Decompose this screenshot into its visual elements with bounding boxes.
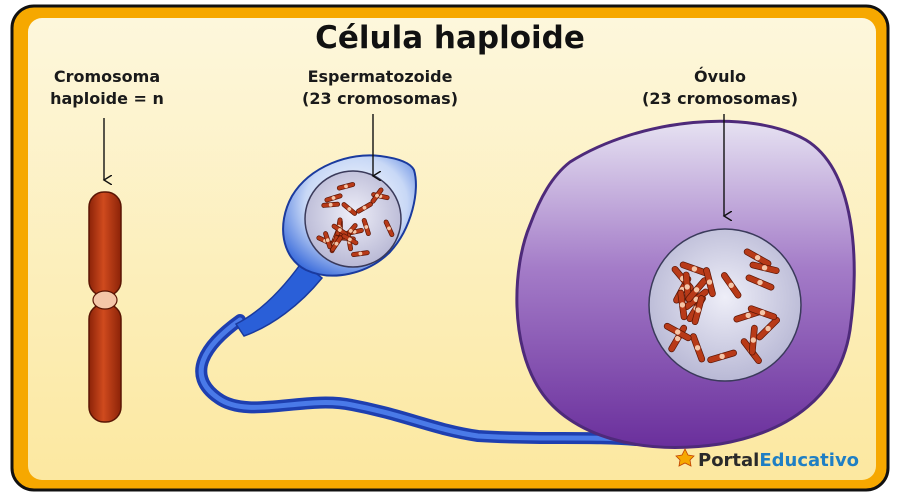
portal-educativo-logo-icon bbox=[675, 448, 695, 467]
chromosome-rod bbox=[370, 187, 384, 204]
sperm-midpiece bbox=[234, 260, 324, 337]
portal-educativo-logo: PortalEducativo bbox=[680, 450, 860, 476]
chromosome-rod bbox=[691, 295, 705, 326]
chromosome-rod bbox=[341, 202, 358, 216]
chromosome-rod bbox=[331, 223, 348, 237]
chromosome-rod bbox=[749, 261, 780, 274]
chromosome-rod bbox=[707, 349, 737, 364]
chromosome-rod bbox=[677, 289, 688, 321]
logo-text-portal: Portal bbox=[698, 450, 760, 471]
chromosome-rod bbox=[330, 235, 343, 252]
ovum-label: Óvulo (23 cromosomas) bbox=[600, 66, 840, 110]
sperm-label-line2: (23 cromosomas) bbox=[302, 89, 458, 108]
chromosome-rod bbox=[323, 231, 333, 250]
chromosome-rod bbox=[745, 274, 775, 291]
chromosome-rod bbox=[720, 272, 742, 299]
chromosome-figure bbox=[88, 191, 122, 423]
chromosome-rod bbox=[351, 250, 370, 257]
chromosome-label-line1: Cromosoma bbox=[53, 67, 161, 86]
chromosome-rod bbox=[748, 324, 758, 356]
chromosome-rod bbox=[690, 333, 706, 363]
chromosome-rod bbox=[336, 182, 356, 191]
chromosome-rod bbox=[361, 217, 371, 237]
chromosome-rod bbox=[321, 201, 341, 208]
chromosome-rod bbox=[324, 193, 343, 203]
chromosome-rod bbox=[703, 267, 716, 298]
page-title: Célula haploide bbox=[315, 20, 585, 56]
chromosome-rod bbox=[341, 233, 359, 246]
chromosome-label: Cromosoma haploide = n bbox=[22, 66, 192, 110]
ovum-chromosomes bbox=[663, 248, 780, 365]
sperm-label-line1: Espermatozoide bbox=[307, 67, 453, 86]
ovum-label-line1: Óvulo bbox=[694, 67, 746, 86]
logo-text-educativo: Educativo bbox=[759, 450, 860, 471]
chromosome-rod bbox=[747, 305, 778, 321]
chromosome-rod bbox=[663, 322, 692, 342]
sperm-label: Espermatozoide (23 cromosomas) bbox=[260, 66, 500, 110]
chromosome-label-line2: haploide = n bbox=[50, 89, 164, 108]
chromosome-rod bbox=[743, 248, 772, 267]
chromosome-rod bbox=[383, 219, 395, 238]
sperm-chromosomes bbox=[316, 182, 395, 257]
ovum-label-line2: (23 cromosomas) bbox=[642, 89, 798, 108]
chromosome-rod bbox=[756, 316, 780, 341]
